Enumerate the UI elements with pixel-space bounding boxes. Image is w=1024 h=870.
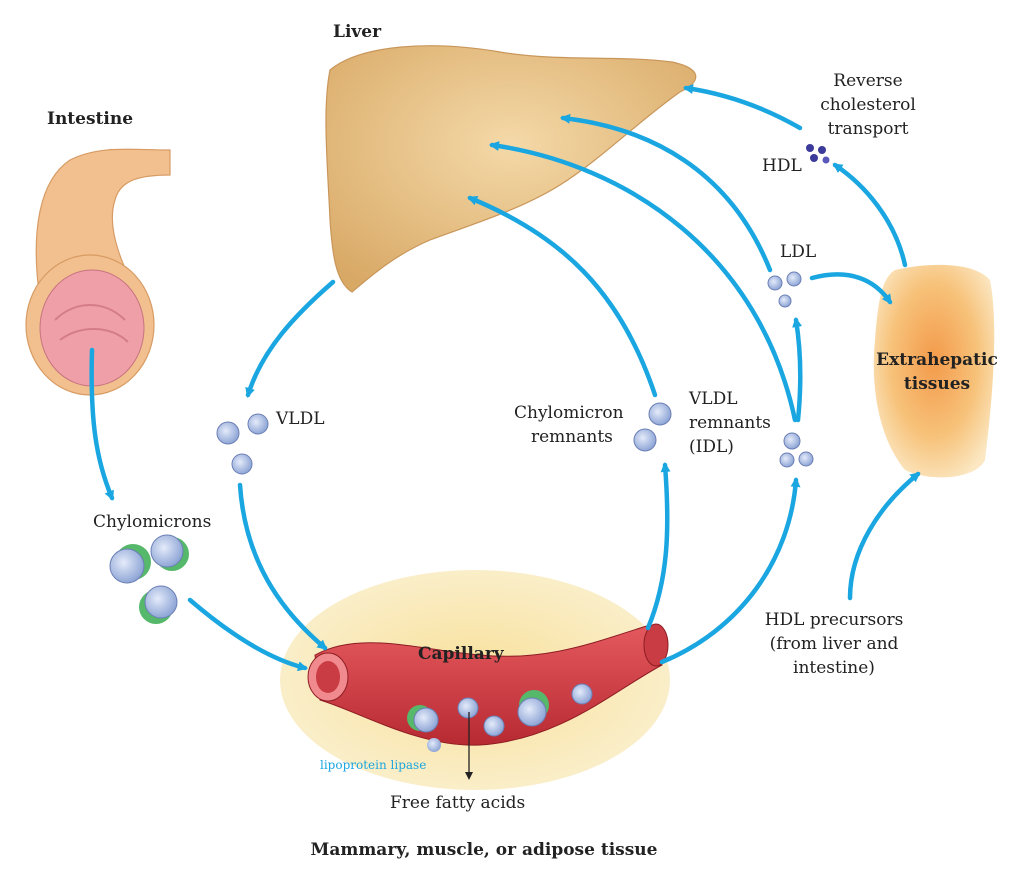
label-hdl-precursors-3: intestine) [793, 658, 875, 678]
label-extrahepatic-2: tissues [904, 374, 970, 394]
label-vldl-remnants-2: remnants [689, 413, 771, 433]
extrahepatic-tissue [873, 264, 995, 478]
arrow-chylo-remnants-to-liver [467, 195, 658, 398]
label-tissue-caption: Mammary, muscle, or adipose tissue [311, 840, 658, 860]
arrow-chylomicrons-to-capillary [187, 597, 308, 672]
arrow-vldl-to-capillary [237, 482, 328, 651]
intestine-organ [25, 148, 171, 396]
arrow-idl-to-ldl [792, 317, 803, 423]
hdl-particles [806, 144, 830, 164]
label-hdl-precursors-2: (from liver and [770, 634, 899, 654]
chylomicron-remnant-particles [633, 402, 672, 452]
idl-particles [779, 432, 814, 468]
arrow-intestine-to-chylomicrons [89, 347, 115, 501]
label-reverse-transport-2: cholesterol [820, 95, 916, 115]
label-capillary: Capillary [418, 644, 505, 664]
label-hdl: HDL [762, 156, 802, 176]
label-chylo-remnants-2: remnants [531, 427, 613, 447]
label-liver: Liver [333, 22, 382, 42]
arrow-idl-to-liver [489, 141, 798, 423]
label-chylo-remnants-1: Chylomicron [514, 403, 624, 423]
arrow-ldl-to-liver [560, 113, 773, 273]
label-chylomicrons: Chylomicrons [93, 512, 211, 532]
vldl-particles [216, 413, 269, 475]
label-vldl-remnants-3: (IDL) [689, 437, 734, 457]
label-hdl-precursors-1: HDL precursors [765, 610, 904, 630]
arrow-hdl-precursors-to-extrahepatic [847, 471, 921, 601]
label-reverse-transport-3: transport [828, 119, 909, 139]
arrow-liver-to-vldl [245, 279, 336, 398]
liver-organ [325, 45, 697, 293]
arrow-capillary-to-chylo-remnants [645, 462, 671, 631]
capillary-particles [407, 683, 593, 752]
arrow-ldl-to-extrahepatic [809, 272, 893, 305]
capillary-vessel [307, 623, 669, 746]
label-reverse-transport-1: Reverse [833, 71, 902, 91]
label-extrahepatic-1: Extrahepatic [876, 350, 998, 370]
arrow-extrahepatic-to-hdl [832, 162, 908, 268]
arrow-hdl-to-liver [683, 84, 803, 131]
label-ldl: LDL [780, 242, 816, 262]
label-free-fatty-acids: Free fatty acids [390, 793, 525, 813]
ldl-particles [767, 271, 802, 308]
chylomicron-particles [109, 534, 189, 624]
flow-arrows [89, 84, 921, 672]
label-lipoprotein-lipase: lipoprotein lipase [320, 758, 426, 772]
label-vldl-remnants-1: VLDL [688, 389, 738, 409]
label-intestine: Intestine [47, 109, 133, 129]
arrow-capillary-to-idl [659, 477, 801, 665]
label-vldl: VLDL [275, 409, 325, 429]
